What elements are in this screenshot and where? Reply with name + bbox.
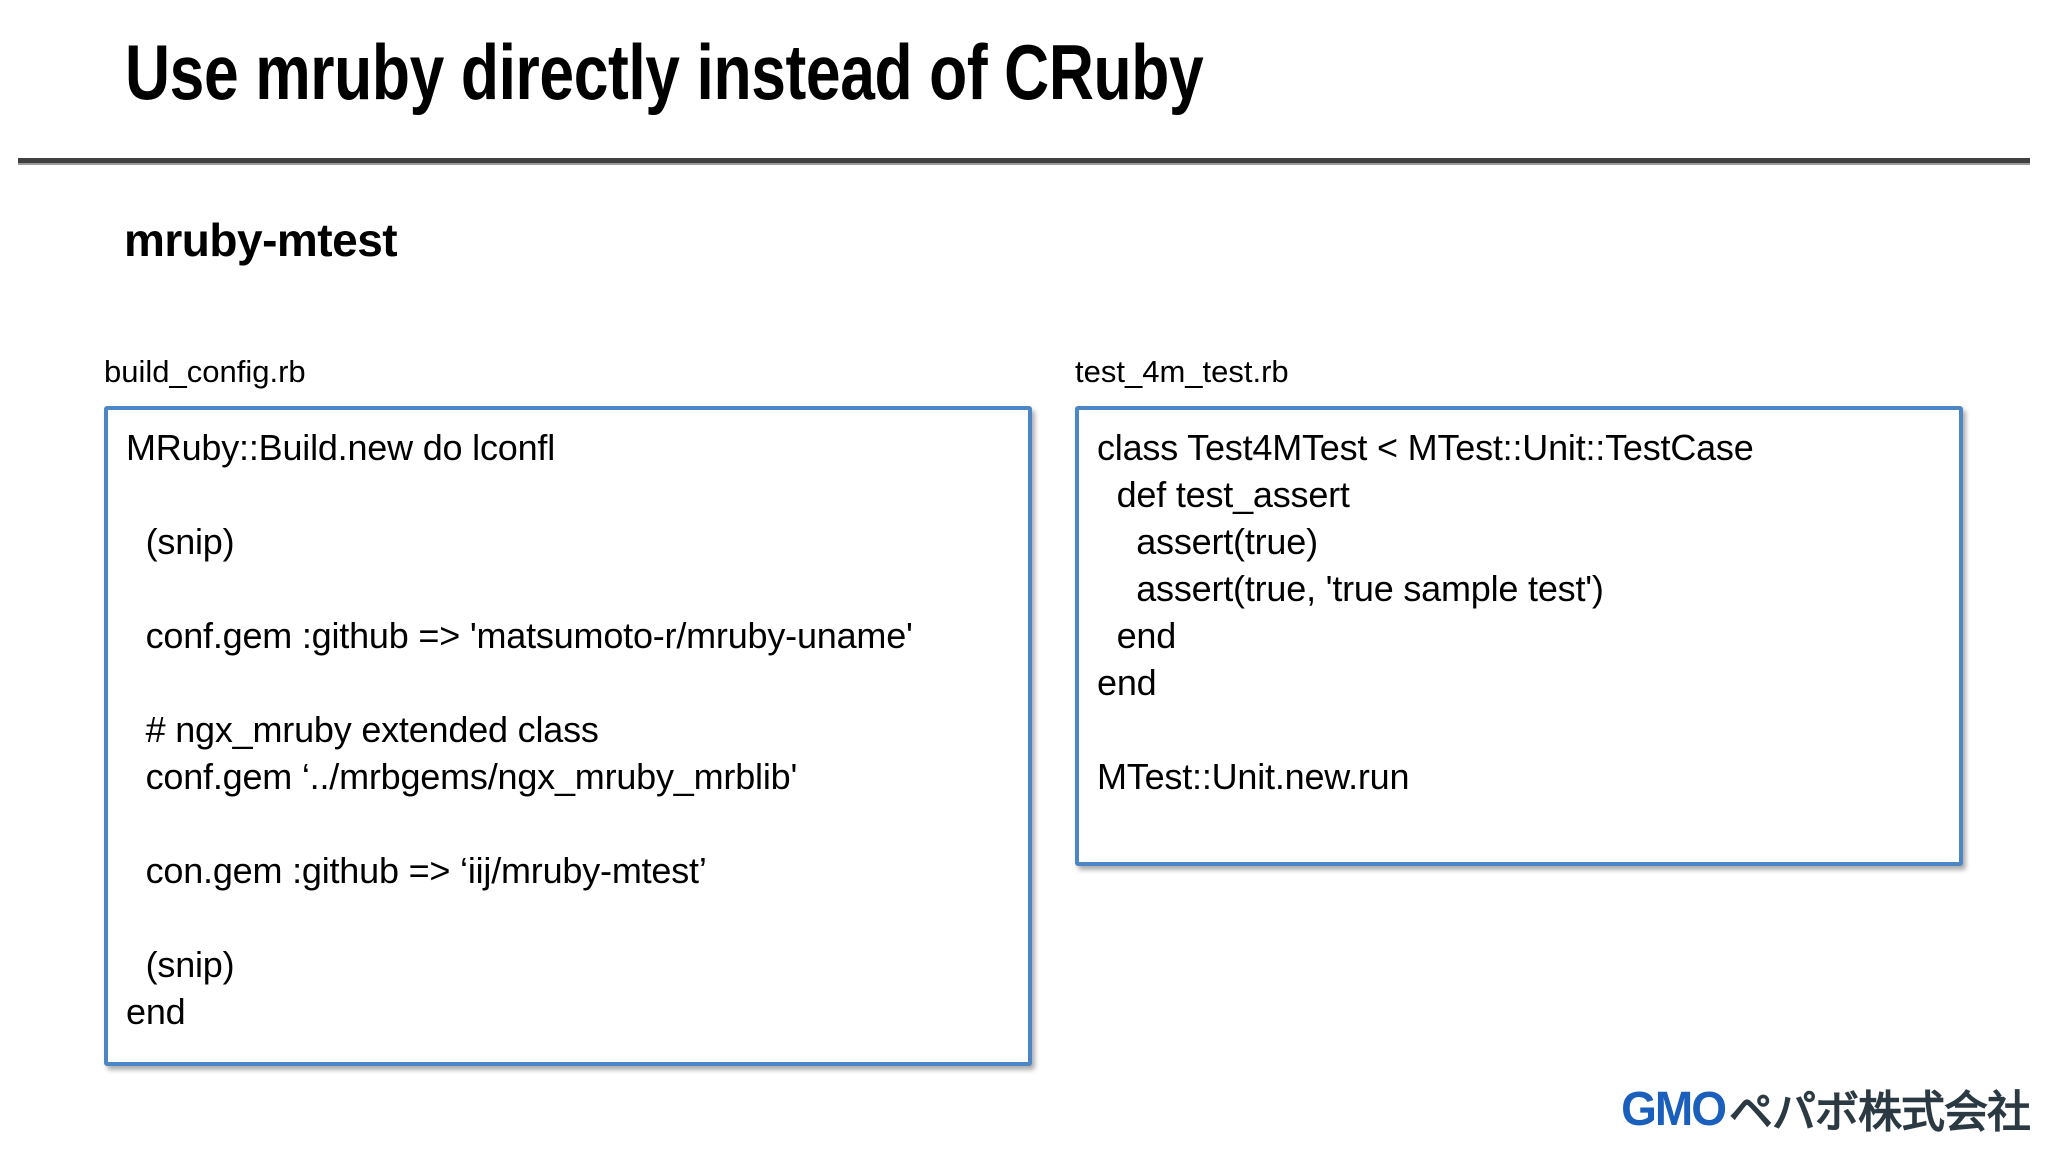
right-code-box: class Test4MTest < MTest::Unit::TestCase… — [1075, 406, 1963, 867]
code-line — [126, 894, 1010, 941]
code-line — [126, 800, 1010, 847]
right-code-column: test_4m_test.rb class Test4MTest < MTest… — [1075, 354, 1965, 867]
left-file-label: build_config.rb — [104, 354, 306, 389]
section-heading: mruby-mtest — [124, 214, 398, 266]
code-line: (snip) — [126, 944, 235, 986]
code-line: MRuby::Build.new do lconfl — [126, 427, 556, 469]
left-code-box: MRuby::Build.new do lconfl (snip) conf.g… — [104, 406, 1032, 1067]
code-line: assert(true, 'true sample test') — [1097, 568, 1604, 610]
code-line: end — [1097, 615, 1177, 657]
code-line — [126, 659, 1010, 706]
code-line: class Test4MTest < MTest::Unit::TestCase — [1097, 427, 1754, 469]
logo-gmo-text: GMO — [1621, 1080, 1727, 1136]
code-line: conf.gem :github => 'matsumoto-r/mruby-u… — [126, 615, 913, 657]
code-line: end — [1097, 662, 1157, 704]
right-file-label: test_4m_test.rb — [1075, 354, 1289, 389]
company-logo: GMO ペパボ株式会社 — [1621, 1076, 2031, 1140]
code-line: con.gem :github => ‘iij/mruby-mtest’ — [126, 850, 707, 892]
code-line — [126, 565, 1010, 612]
code-line: def test_assert — [1097, 474, 1350, 516]
left-code-column: build_config.rb MRuby::Build.new do lcon… — [104, 354, 1034, 1067]
code-line: conf.gem ‘../mrbgems/ngx_mruby_mrblib' — [126, 756, 798, 798]
title-divider — [18, 158, 2030, 165]
logo-pepabo-text: ペパボ株式会社 — [1729, 1087, 2031, 1138]
code-line: assert(true) — [1097, 521, 1318, 563]
code-line: MTest::Unit.new.run — [1097, 756, 1410, 798]
code-line: end — [126, 991, 186, 1033]
code-line — [126, 471, 1010, 518]
code-line: # ngx_mruby extended class — [126, 709, 599, 751]
code-line — [1097, 706, 1941, 753]
code-line: (snip) — [126, 521, 235, 563]
page-title: Use mruby directly instead of CRuby — [125, 28, 1204, 116]
